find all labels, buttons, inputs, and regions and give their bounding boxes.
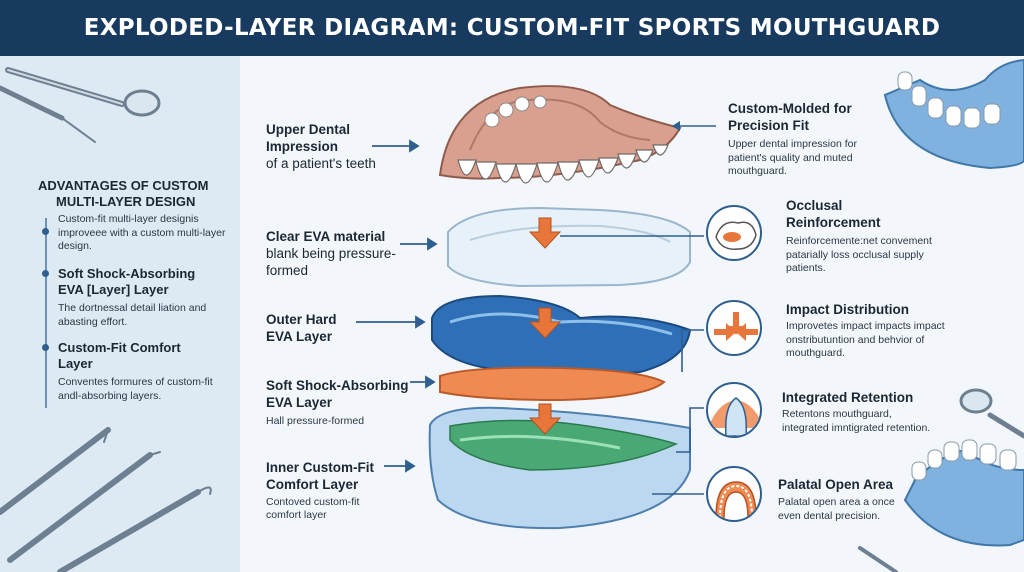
callout-palatal-open-area: Palatal Open Area Palatal open area a on… xyxy=(778,476,902,523)
explorer-instrument-icon xyxy=(7,451,161,563)
lower-model-icon xyxy=(903,439,1024,547)
advantage-item-3-desc: Conventes formures of custom-fit andl-ab… xyxy=(58,376,213,402)
label-outer-hard-eva-title: Outer Hard EVA Layer xyxy=(266,312,337,344)
callout-impact-desc: Improvetes impact impacts impact onstrib… xyxy=(786,320,945,359)
palatal-arch-icon xyxy=(706,466,762,522)
occlusal-tooth-icon xyxy=(706,205,762,261)
label-clear-eva-title: Clear EVA material xyxy=(266,229,386,244)
advantages-heading-line1: ADVANTAGES OF CUSTOM xyxy=(38,178,209,193)
callout-palatal-desc: Palatal open area a once even dental pre… xyxy=(778,496,895,522)
label-upper-dental-impression: Upper Dental Impression of a patient's t… xyxy=(266,121,376,172)
bullet-dot-icon xyxy=(42,228,49,235)
label-inner-custom-fit: Inner Custom-Fit Comfort Layer Contoved … xyxy=(266,459,386,522)
advantages-heading: ADVANTAGES OF CUSTOM MULTI-LAYER DESIGN xyxy=(38,178,238,210)
label-inner-custom-fit-title: Inner Custom-Fit Comfort Layer xyxy=(266,460,374,492)
left-panel xyxy=(0,56,240,572)
advantage-item-3-title: Custom-Fit Comfort Layer xyxy=(58,340,181,371)
bullet-dot-icon xyxy=(42,270,49,277)
soft-shock-absorbing-layer xyxy=(439,366,666,402)
callout-retention-desc: Retentons mouthguard, integrated imntigr… xyxy=(782,408,931,434)
down-arrow-icon xyxy=(528,403,562,435)
page-title: EXPLODED-LAYER DIAGRAM: CUSTOM-FIT SPORT… xyxy=(83,15,941,41)
probe-instrument-icon xyxy=(0,85,96,143)
label-soft-shock-absorbing-title: Soft Shock-Absorbing EVA Layer xyxy=(266,378,409,410)
advantage-item-2-desc: The dortnessal detail liation and abasti… xyxy=(58,302,207,328)
callout-retention-title: Integrated Retention xyxy=(782,390,914,405)
mirror-instrument-icon xyxy=(5,67,161,117)
advantage-item-2-title: Soft Shock-Absorbing EVA [Layer] Layer xyxy=(58,266,196,297)
outer-hard-eva-layer xyxy=(431,294,692,376)
label-clear-eva: Clear EVA material blank being pressure-… xyxy=(266,228,398,279)
label-upper-dental-impression-title: Upper Dental Impression xyxy=(266,122,351,154)
callout-occlusal-desc: Reinforcemente:net convement patarially … xyxy=(786,235,932,274)
advantage-item-1-desc: Custom-fit multi-layer designis improvee… xyxy=(58,213,226,252)
callout-impact-distribution: Impact Distribution Improvetes impact im… xyxy=(786,301,962,361)
assembly-arrows xyxy=(528,217,562,435)
impact-arrows-icon xyxy=(706,300,762,356)
title-bar: EXPLODED-LAYER DIAGRAM: CUSTOM-FIT SPORT… xyxy=(0,0,1024,56)
advantages-timeline xyxy=(45,218,47,408)
callout-occlusal-title: Occlusal Reinforcement xyxy=(786,198,881,230)
label-upper-dental-impression-desc: of a patient's teeth xyxy=(266,156,376,171)
mirror-instrument-right-icon xyxy=(959,388,1024,439)
down-arrow-icon xyxy=(528,217,562,249)
retention-tooth-icon xyxy=(706,382,762,438)
bullet-dot-icon xyxy=(42,344,49,351)
label-soft-shock-absorbing: Soft Shock-Absorbing EVA Layer Hall pres… xyxy=(266,377,412,428)
left-pointers xyxy=(356,139,438,473)
label-clear-eva-desc: blank being pressure-formed xyxy=(266,246,396,278)
down-arrow-icon xyxy=(528,307,562,339)
upper-dental-impression xyxy=(438,85,682,184)
scaler-instrument-icon xyxy=(0,427,111,515)
callout-impact-title: Impact Distribution xyxy=(786,302,910,317)
right-connectors xyxy=(560,125,716,495)
clear-eva-blank xyxy=(447,206,691,288)
label-inner-custom-fit-desc: Contoved custom-fit comfort layer xyxy=(266,496,360,521)
callout-palatal-title: Palatal Open Area xyxy=(778,477,894,492)
inner-comfort-layer xyxy=(428,406,691,530)
callout-custom-molded-title: Custom-Molded for Precision Fit xyxy=(728,101,852,133)
callout-occlusal-reinforcement: Occlusal Reinforcement Reinforcemente:ne… xyxy=(786,197,962,276)
label-outer-hard-eva: Outer Hard EVA Layer xyxy=(266,311,356,345)
curette-instrument-icon xyxy=(57,486,212,572)
upper-model-icon xyxy=(883,58,1024,170)
callout-custom-molded: Custom-Molded for Precision Fit Upper de… xyxy=(728,100,888,179)
label-soft-shock-absorbing-desc: Hall pressure-formed xyxy=(266,415,365,427)
callout-custom-molded-desc: Upper dental impression for patient's qu… xyxy=(728,138,857,177)
advantages-heading-line2: MULTI-LAYER DESIGN xyxy=(56,194,196,209)
callout-integrated-retention: Integrated Retention Retentons mouthguar… xyxy=(782,389,932,435)
